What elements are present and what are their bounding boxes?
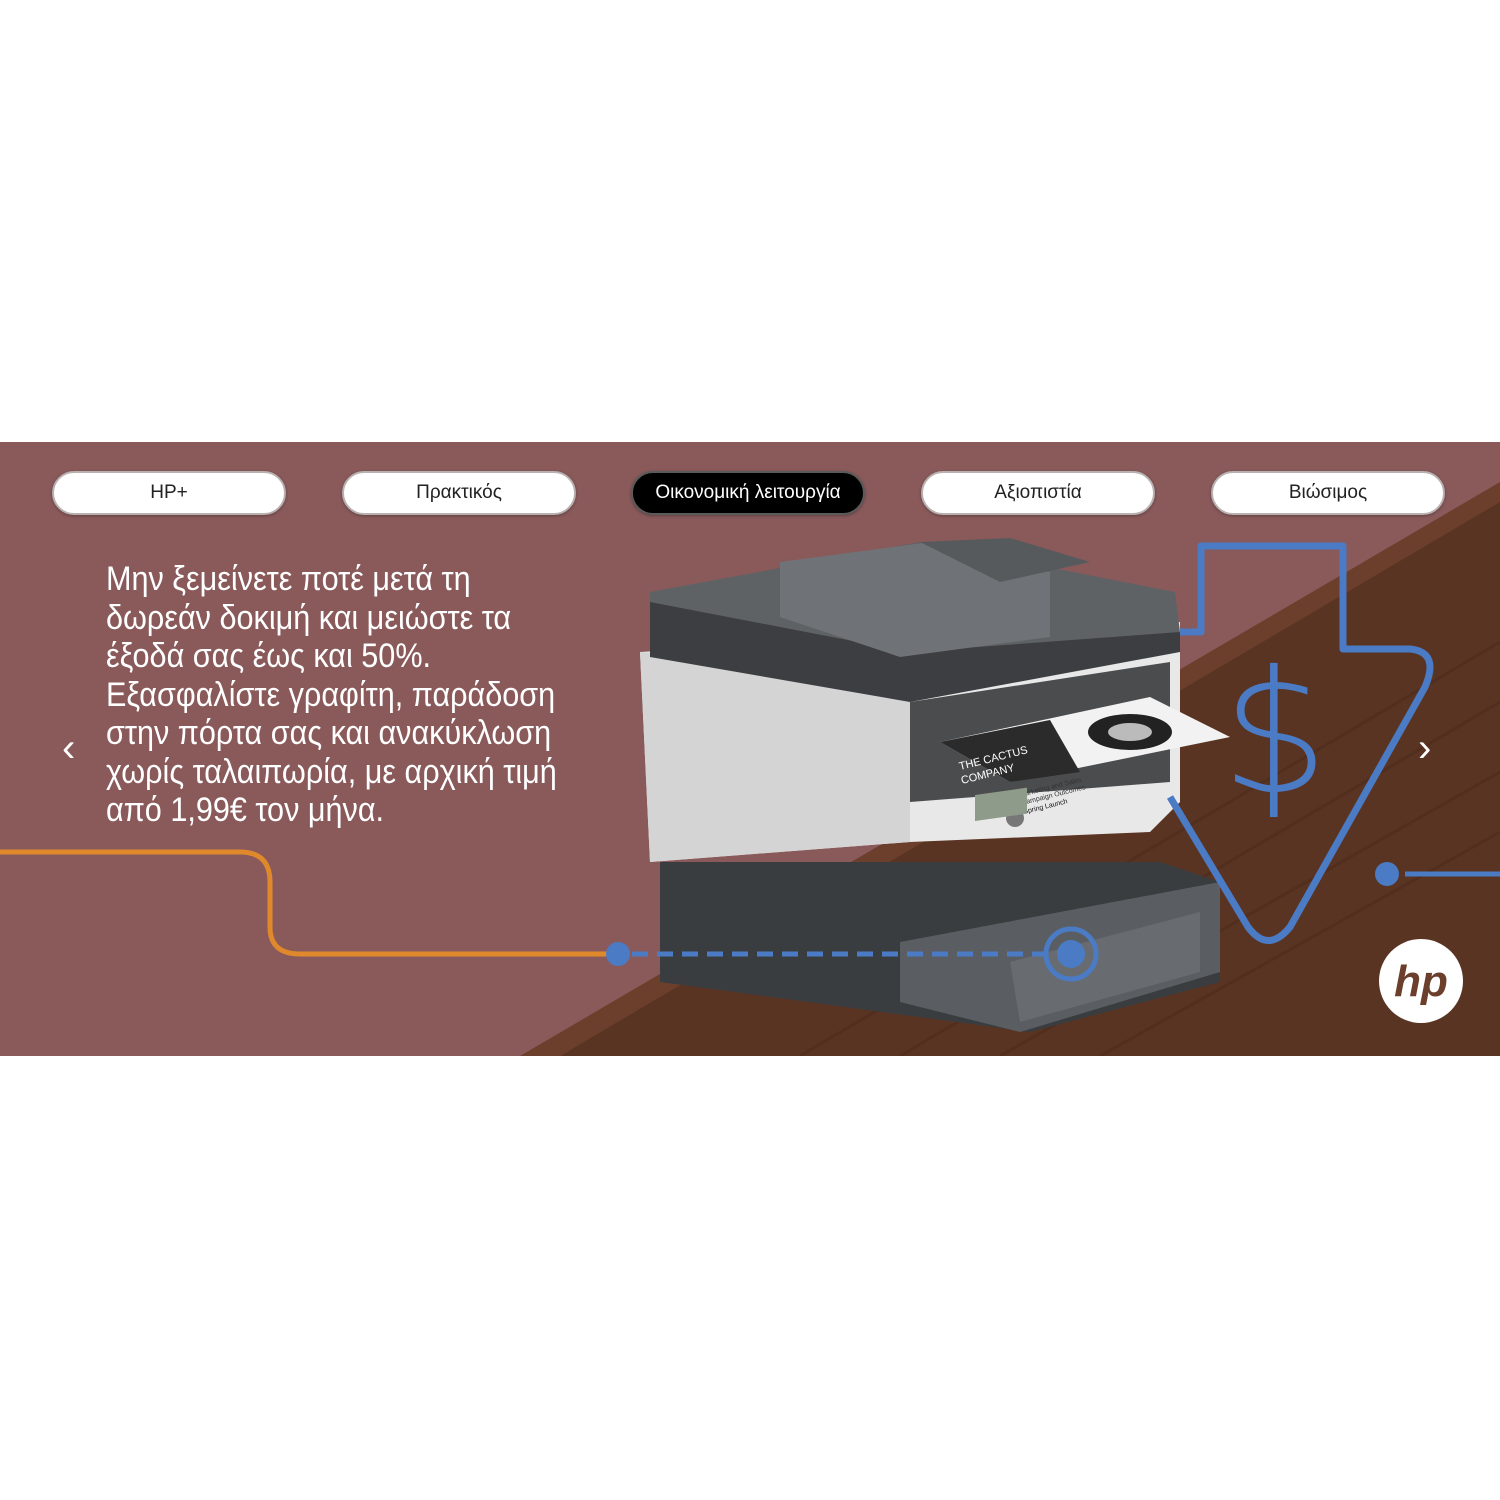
tab-label: HP+	[150, 482, 188, 503]
promo-line: στην πόρτα σας και ανακύκλωση	[106, 714, 552, 752]
promo-line: έξοδά σας έως και 50%.	[106, 637, 432, 675]
orange-connector-line	[0, 849, 618, 957]
dollar-icon: $	[1221, 635, 1329, 833]
promo-line: δωρεάν δοκιμή και μειώστε τα	[106, 598, 512, 637]
tab-label: Οικονομική λειτουργία	[655, 482, 841, 503]
tab-sustainable[interactable]: Βιώσιμος	[1211, 471, 1445, 515]
tab-practical[interactable]: Πρακτικός	[342, 471, 576, 515]
promo-banner: THE CACTUS COMPANY Marketing and Sales C…	[0, 442, 1500, 1056]
promo-line: Εξασφαλίστε γραφίτη, παράδοση	[106, 675, 556, 714]
svg-text:hp: hp	[1394, 957, 1448, 1006]
chevron-right-icon[interactable]: ›	[1418, 726, 1432, 770]
tab-label: Αξιοπιστία	[994, 482, 1082, 503]
tab-reliability[interactable]: Αξιοπιστία	[921, 471, 1155, 515]
tab-hp-plus[interactable]: HP+	[52, 471, 286, 515]
promo-line: Μην ξεμείνετε ποτέ μετά τη	[106, 560, 471, 598]
promo-line: από 1,99€ τον μήνα.	[106, 791, 385, 829]
chevron-left-icon[interactable]: ‹	[62, 726, 76, 770]
printer-image: THE CACTUS COMPANY Marketing and Sales C…	[640, 538, 1230, 1032]
down-arrow-graphic	[1166, 542, 1434, 944]
promo-line: χωρίς ταλαιπωρία, με αρχική τιμή	[106, 752, 557, 791]
printer-scene-image: THE CACTUS COMPANY Marketing and Sales C…	[0, 482, 1500, 1056]
hp-logo: hp	[1379, 939, 1463, 1023]
tab-economical[interactable]: Οικονομική λειτουργία	[631, 471, 865, 515]
promo-description: Μην ξεμείνετε ποτέ μετά τη δωρεάν δοκιμή…	[106, 560, 557, 830]
tab-label: Πρακτικός	[416, 482, 502, 503]
tab-label: Βιώσιμος	[1288, 482, 1368, 503]
